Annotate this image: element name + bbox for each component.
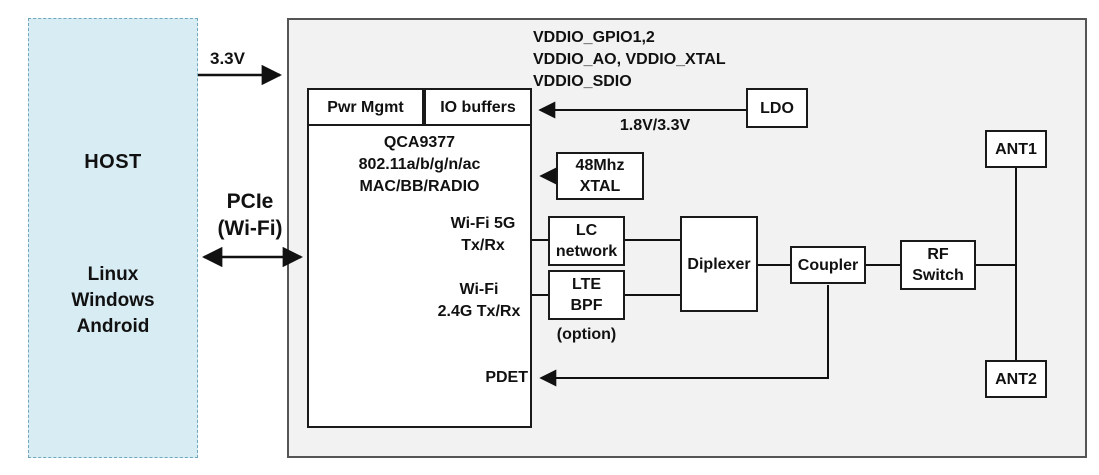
ant2-block: ANT2 xyxy=(985,360,1047,398)
ldo-block: LDO xyxy=(746,88,808,128)
qca9377-chip-block xyxy=(307,88,532,428)
diplexer-label: Diplexer xyxy=(687,255,751,273)
pcie-label: PCIe (Wi-Fi) xyxy=(198,188,302,242)
ldo-voltage-label: 1.8V/3.3V xyxy=(619,117,691,134)
chip-name: QCA9377 xyxy=(383,134,456,151)
ant1-block: ANT1 xyxy=(985,130,1047,168)
chip-title: QCA9377 802.11a/b/g/n/ac MAC/BB/RADIO xyxy=(307,132,532,198)
chip-standard: 802.11a/b/g/n/ac xyxy=(358,156,481,173)
pwr-mgmt-label: Pwr Mgmt xyxy=(327,98,404,116)
host-os-list: Linux Windows Android xyxy=(71,262,154,340)
lc-line1: LC xyxy=(575,222,598,239)
port-wifi24g-line1: Wi-Fi xyxy=(459,281,499,298)
lc-line2: network xyxy=(555,243,618,260)
ant1-label: ANT1 xyxy=(995,140,1037,158)
ldo-label: LDO xyxy=(760,99,794,117)
coupler-label: Coupler xyxy=(797,256,859,274)
coupler-block: Coupler xyxy=(790,246,866,284)
diplexer-block: Diplexer xyxy=(680,216,758,312)
host-os-linux: Linux xyxy=(87,264,139,285)
vddio-rails-label: VDDIO_GPIO1,2 VDDIO_AO, VDDIO_XTAL VDDIO… xyxy=(533,27,726,93)
power-rail-label: 3.3V xyxy=(210,49,245,68)
rf-switch-line2: Switch xyxy=(912,267,964,284)
xtal-line2: XTAL xyxy=(579,178,621,195)
lte-line1: LTE xyxy=(571,276,602,293)
xtal-line1: 48Mhz xyxy=(575,157,625,174)
port-pdet-label: PDET xyxy=(485,369,528,386)
port-wifi24g-line2: 2.4G Tx/Rx xyxy=(437,303,521,320)
port-wifi5g-line2: Tx/Rx xyxy=(461,237,505,254)
io-buffers-block: IO buffers xyxy=(424,88,532,126)
io-buffers-label: IO buffers xyxy=(440,98,516,116)
rf-switch-line1: RF xyxy=(927,246,949,263)
pcie-label-line2: (Wi-Fi) xyxy=(217,217,283,240)
port-wifi5g-label: Wi-Fi 5G Tx/Rx xyxy=(438,213,528,257)
lc-network-block: LC network xyxy=(548,216,625,266)
lte-bpf-block: LTE BPF xyxy=(548,270,625,320)
host-os-android: Android xyxy=(76,316,150,337)
vddio-line3: VDDIO_SDIO xyxy=(533,73,632,90)
chip-radio: MAC/BB/RADIO xyxy=(359,178,480,195)
port-wifi24g-label: Wi-Fi 2.4G Tx/Rx xyxy=(430,279,528,323)
ant2-label: ANT2 xyxy=(995,370,1037,388)
host-block: HOST Linux Windows Android xyxy=(28,18,198,458)
xtal-block: 48Mhz XTAL xyxy=(556,152,644,200)
lte-line2: BPF xyxy=(570,297,603,314)
vddio-line2: VDDIO_AO, VDDIO_XTAL xyxy=(533,51,726,68)
lte-option-label: (option) xyxy=(556,326,617,343)
port-wifi5g-line1: Wi-Fi 5G xyxy=(450,215,516,232)
host-title: HOST xyxy=(84,151,142,173)
host-os-windows: Windows xyxy=(71,290,155,311)
pwr-mgmt-block: Pwr Mgmt xyxy=(307,88,424,126)
vddio-line1: VDDIO_GPIO1,2 xyxy=(533,29,655,46)
rf-switch-block: RF Switch xyxy=(900,240,976,290)
pcie-label-line1: PCIe xyxy=(226,190,274,213)
